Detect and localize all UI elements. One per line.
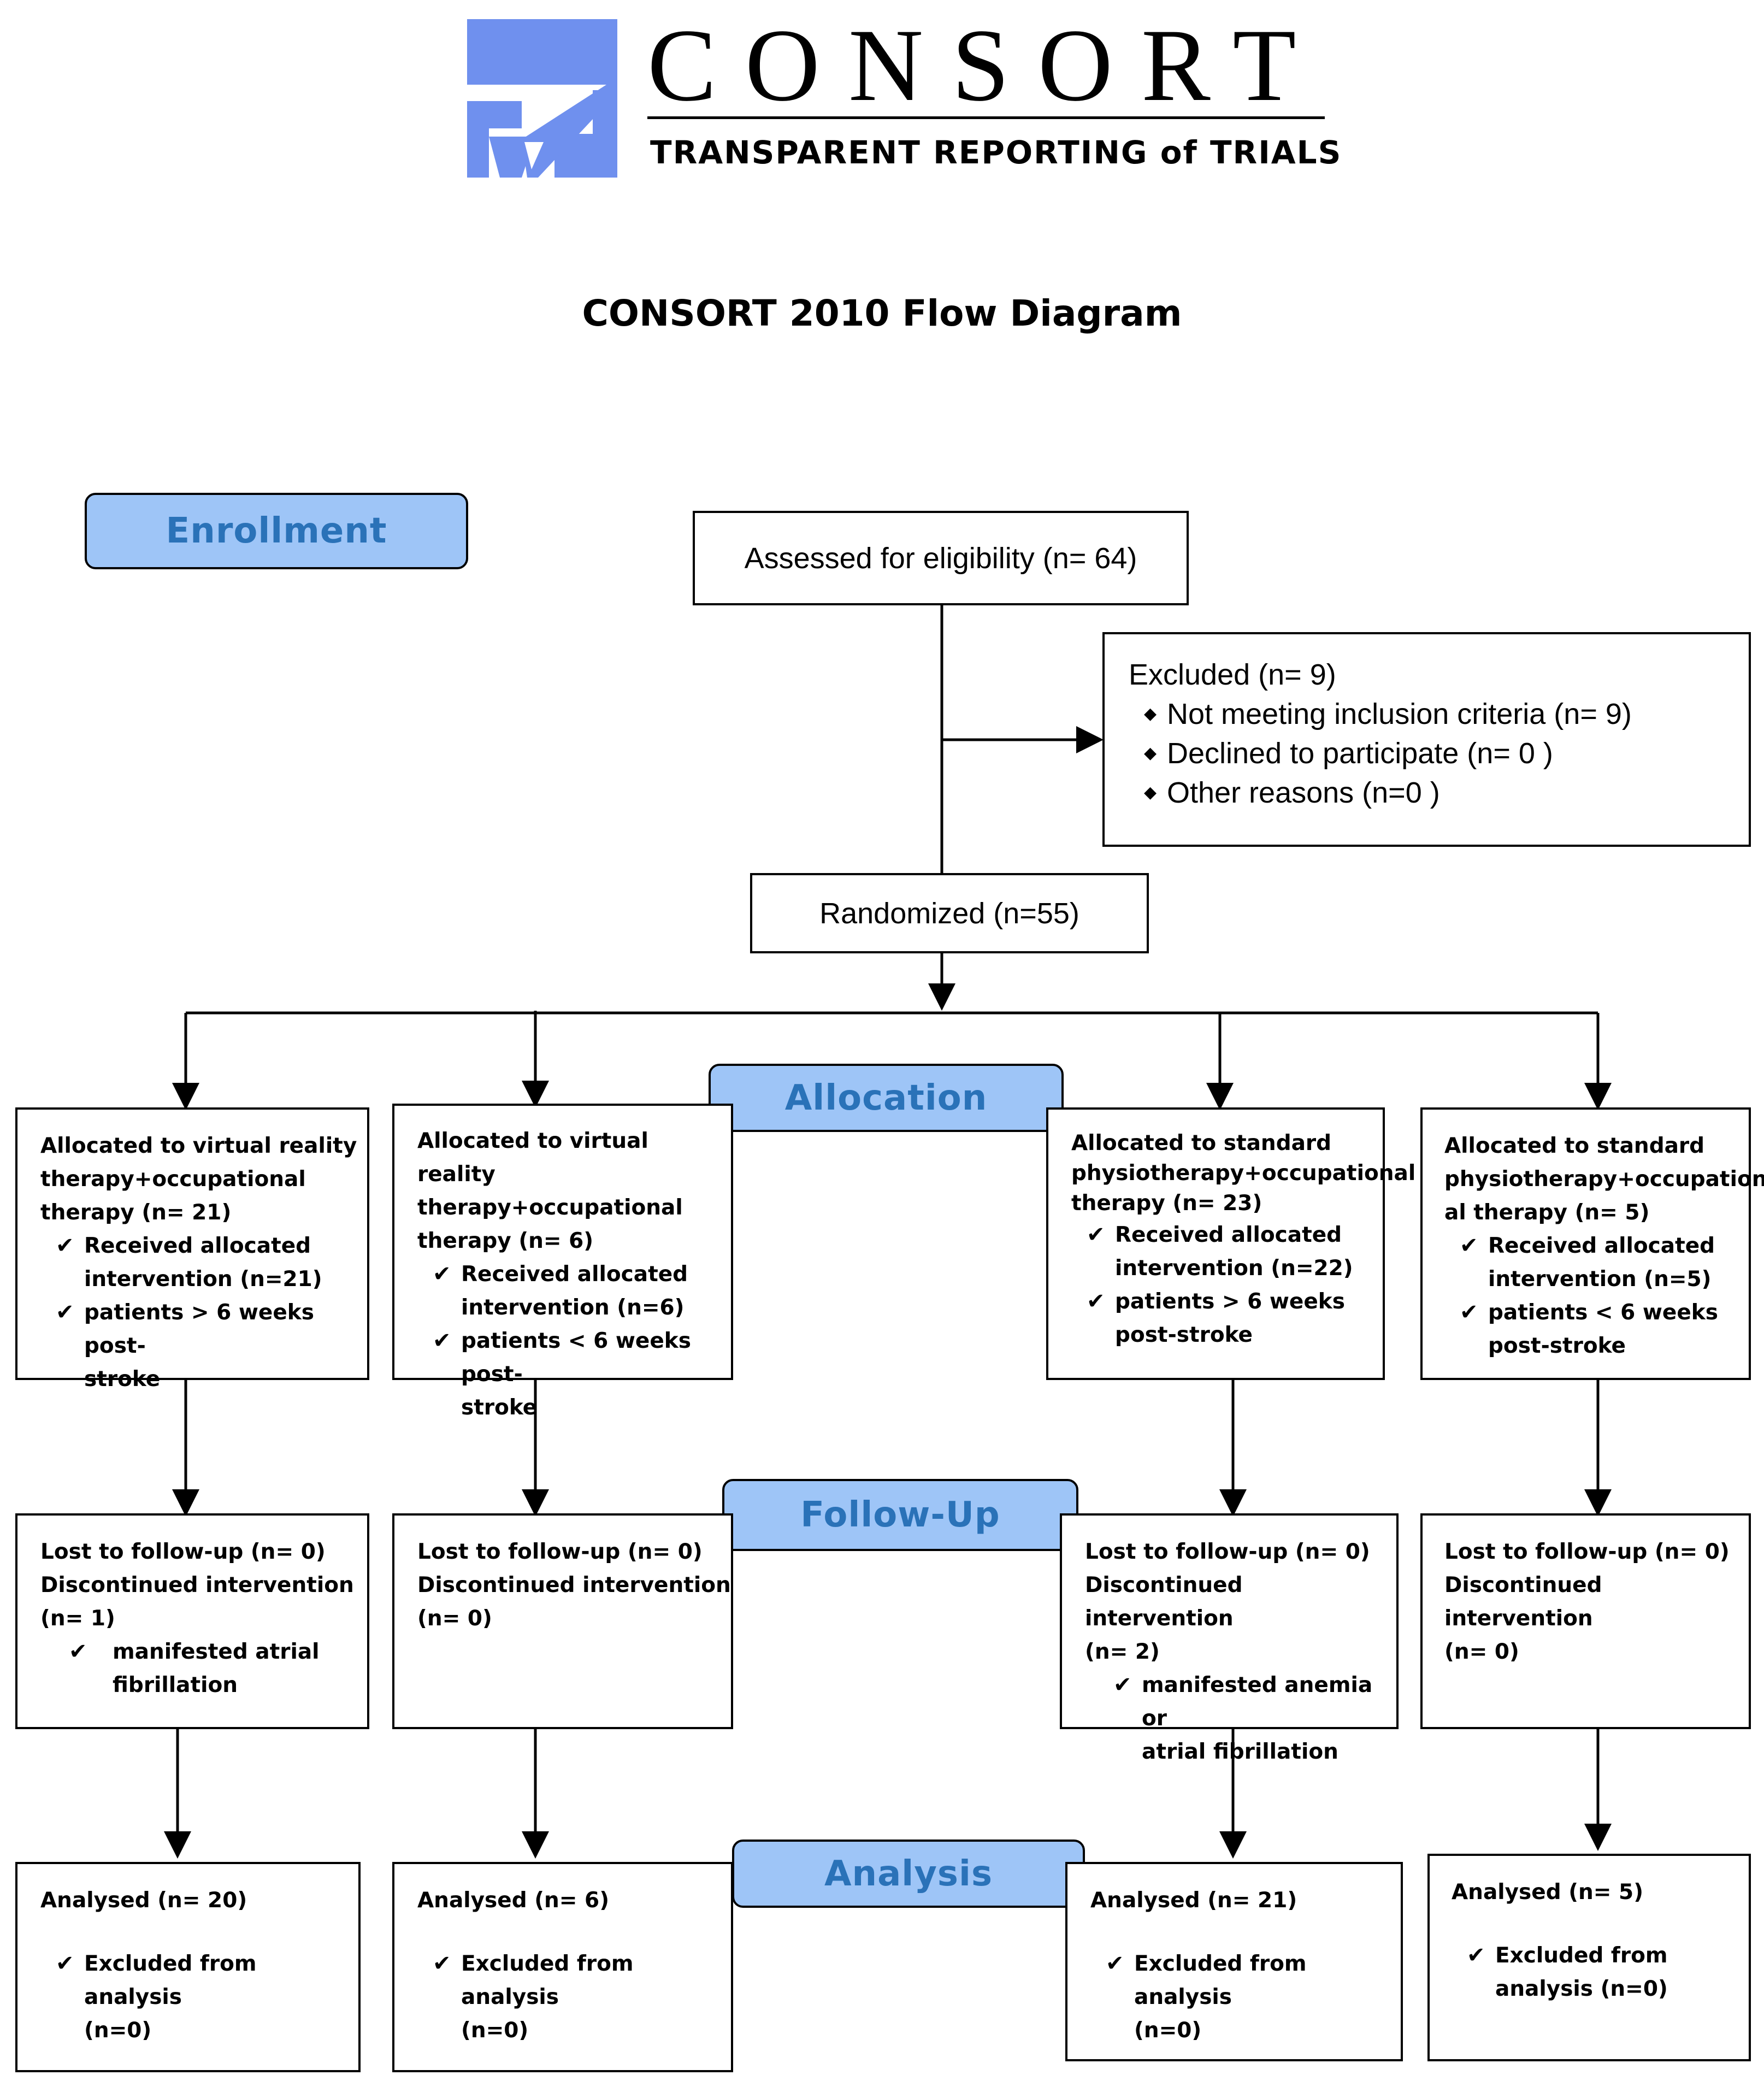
assessed-box: Assessed for eligibility (n= 64) [693,511,1189,605]
randomized-box: Randomized (n=55) [750,873,1149,953]
diamond-bullet-icon: ◆ [1144,705,1157,723]
check-item: ✔ Excluded from analysis(n=0) [40,1947,358,2047]
check-item: ✔ Excluded from analysis(n=0) [417,1947,731,2047]
consort-checkbox-icon [467,19,617,178]
stage-analysis: Analysis [732,1840,1085,1908]
followup-box-1: Lost to follow-up (n= 0) Discontinued in… [15,1513,369,1729]
assessed-text: Assessed for eligibility (n= 64) [744,541,1137,575]
checkmark-icon: ✔ [1106,1951,1124,1976]
check-item: ✔ patients > 6 weeks post-stroke [40,1296,367,1396]
excluded-item: ◆ Not meeting inclusion criteria (n= 9) [1129,694,1749,734]
checkmark-icon: ✔ [433,1261,451,1287]
checkmark-icon: ✔ [69,1639,87,1664]
check-item: ✔ patients < 6 weeks post-stroke [417,1324,731,1424]
followup-box-2: Lost to follow-up (n= 0) Discontinued in… [392,1513,733,1729]
allocation-box-1: Allocated to virtual reality therapy+occ… [15,1107,369,1392]
excluded-heading: Excluded (n= 9) [1129,658,1336,691]
checkmark-icon: ✔ [1460,1233,1478,1258]
stage-allocation: Allocation [709,1064,1064,1132]
excluded-box: Excluded (n= 9) ◆ Not meeting inclusion … [1102,632,1751,847]
analysis-box-3: Analysed (n= 21) ✔ Excluded from analysi… [1065,1862,1403,2061]
stage-allocation-label: Allocation [784,1077,988,1118]
check-item: ✔ Excluded from analysis(n=0) [1090,1947,1401,2047]
allocation-box-3: Allocated to standard physiotherapy+occu… [1046,1107,1415,1380]
stage-followup: Follow-Up [722,1479,1078,1551]
checkmark-icon: ✔ [56,1233,74,1258]
diamond-bullet-icon: ◆ [1144,744,1157,762]
followup-box-3: Lost to follow-up (n= 0) Discontinued in… [1060,1513,1399,1764]
checkmark-icon: ✔ [433,1328,451,1353]
checkmark-icon: ✔ [1087,1289,1105,1314]
stage-followup-label: Follow-Up [800,1495,1000,1535]
logo-wordmark: CONSORT [647,8,1325,123]
stage-enrollment: Enrollment [85,493,468,569]
checkmark-icon: ✔ [1113,1672,1132,1697]
logo-tagline: TRANSPARENT REPORTING of TRIALS [650,134,1342,171]
stage-enrollment-label: Enrollment [166,511,387,551]
stage-analysis-label: Analysis [824,1853,993,1894]
analysis-box-2: Analysed (n= 6) ✔ Excluded from analysis… [392,1862,733,2072]
page-title: CONSORT 2010 Flow Diagram [582,292,1182,334]
excluded-item: ◆ Other reasons (n=0 ) [1129,773,1749,812]
followup-box-4: Lost to follow-up (n= 0) Discontinued in… [1420,1513,1751,1729]
analysis-box-1: Analysed (n= 20) ✔ Excluded from analysi… [15,1862,361,2072]
checkmark-icon: ✔ [1460,1300,1478,1325]
excluded-item: ◆ Declined to participate (n= 0 ) [1129,734,1749,773]
allocation-box-4: Allocated to standard physiotherapy+occu… [1420,1107,1764,1380]
randomized-text: Randomized (n=55) [819,897,1079,930]
allocation-box-2: Allocated to virtual reality therapy+occ… [392,1104,733,1420]
checkmark-icon: ✔ [56,1951,74,1976]
logo-divider [647,116,1325,119]
consort-logo: CONSORT TRANSPARENT REPORTING of TRIALS [467,14,1341,183]
diamond-bullet-icon: ◆ [1144,783,1157,801]
checkmark-icon: ✔ [433,1951,451,1976]
checkmark-icon: ✔ [1467,1943,1485,1968]
checkmark-icon: ✔ [56,1300,74,1325]
checkmark-icon: ✔ [1087,1222,1105,1247]
